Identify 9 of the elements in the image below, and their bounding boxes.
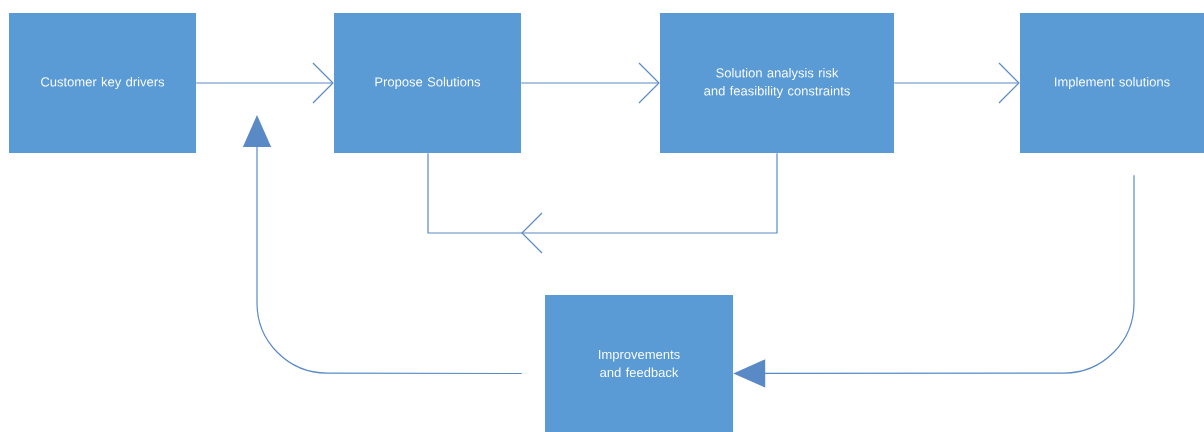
- arrow: [195, 62, 334, 104]
- arrow: [242, 115, 523, 375]
- process-box: Propose Solutions: [334, 13, 521, 153]
- arrow: [893, 62, 1020, 104]
- process-box: Solution analysis risk and feasibility constraints: [660, 13, 894, 153]
- process-box: Improvements and feedback: [545, 295, 733, 432]
- arrow: [520, 62, 660, 104]
- process-box: Implement solutions: [1020, 13, 1204, 153]
- process-box: Customer key drivers: [9, 13, 196, 153]
